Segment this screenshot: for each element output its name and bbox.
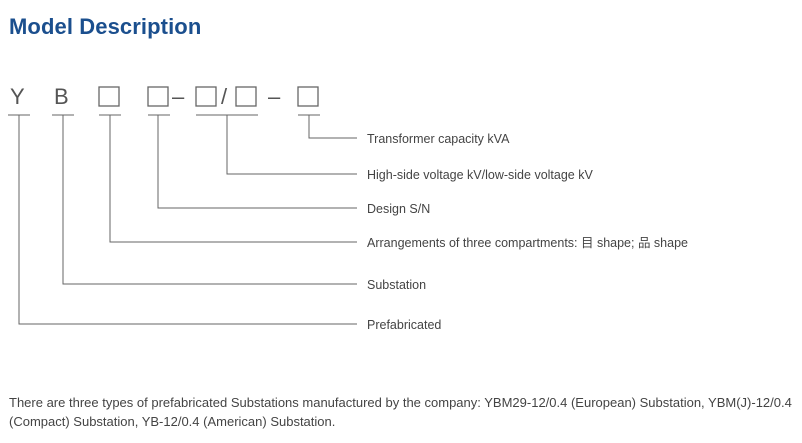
code-box-design: [147, 86, 169, 107]
description-paragraph: There are three types of prefabricated S…: [9, 395, 792, 429]
legend-label-design: Design S/N: [367, 202, 430, 216]
code-box-capacity: [297, 86, 319, 107]
code-separator-slash: /: [221, 84, 228, 109]
legend-label-capacity: Transformer capacity kVA: [367, 132, 510, 146]
leader-line-substation: [62, 115, 357, 285]
leader-line-capacity: [308, 115, 357, 139]
code-box-arrangement: [98, 86, 120, 107]
code-box-high-voltage: [195, 86, 217, 107]
legend-label-voltage: High-side voltage kV/low-side voltage kV: [367, 168, 593, 182]
code-separator-dash-2: –: [268, 84, 281, 109]
leader-line-arrangement: [109, 115, 357, 243]
leader-line-voltage: [226, 115, 357, 175]
page-title: Model Description: [9, 14, 202, 39]
legend-label-prefabricated: Prefabricated: [367, 318, 441, 332]
code-letter-b: B: [54, 84, 69, 109]
code-separator-dash-1: –: [172, 84, 185, 109]
model-code-diagram: Y B – / – Transformer capacity kVA High-…: [8, 84, 688, 332]
leader-line-design: [157, 115, 357, 209]
legend-label-arrangement: Arrangements of three compartments: 目 sh…: [367, 236, 688, 250]
leader-line-prefabricated: [18, 115, 357, 325]
code-letter-y: Y: [10, 84, 25, 109]
legend-label-substation: Substation: [367, 278, 426, 292]
code-box-low-voltage: [235, 86, 257, 107]
